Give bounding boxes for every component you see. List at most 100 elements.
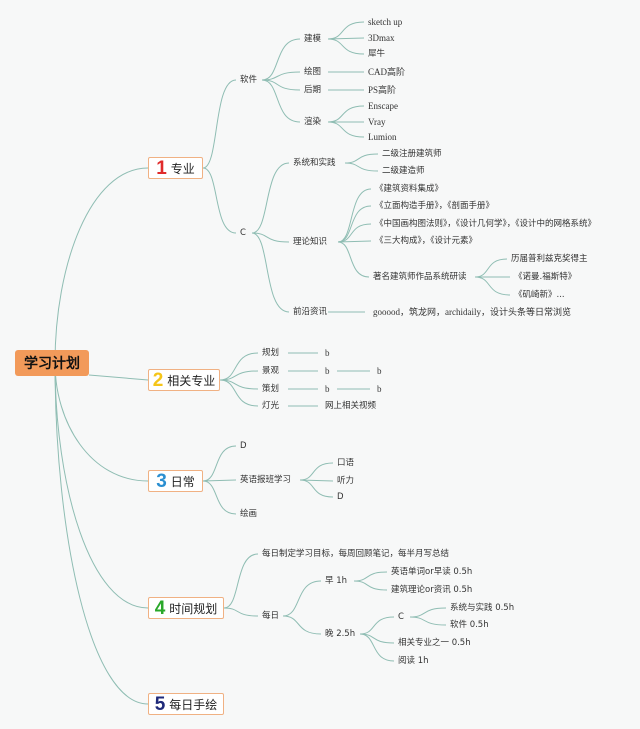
- leaf-book[interactable]: 《建筑资料集成》: [375, 184, 444, 194]
- node-news[interactable]: 前沿资讯: [293, 307, 328, 317]
- node-english-class[interactable]: 英语报班学习: [240, 475, 292, 485]
- leaf-related-one[interactable]: 相关专业之一 0.5h: [398, 638, 471, 648]
- connector-line: [202, 480, 237, 515]
- leaf-architect-cert[interactable]: 二级注册建筑师: [382, 149, 442, 159]
- node-software[interactable]: 软件: [240, 75, 258, 85]
- connector-line: [359, 633, 395, 662]
- leaf-english-words[interactable]: 英语单词or早读 0.5h: [391, 567, 473, 577]
- root-node[interactable]: 学习计划: [15, 350, 89, 376]
- branch-number: 2: [152, 369, 164, 391]
- connector-line: [282, 615, 322, 635]
- branch-node-professional[interactable]: 1 专业: [148, 157, 203, 179]
- leaf-foster[interactable]: 《诺曼.福斯特》: [514, 272, 577, 282]
- leaf-pritzker[interactable]: 历届普利兹克奖得主: [511, 254, 588, 264]
- connector-line: [261, 38, 301, 81]
- node-render[interactable]: 渲染: [304, 117, 322, 127]
- connector-line: [327, 121, 365, 138]
- connector-line: [344, 162, 379, 172]
- branch-node-daily[interactable]: 3 日常: [148, 470, 203, 492]
- node-planning[interactable]: 规划: [262, 348, 280, 358]
- node-system-practice[interactable]: 系统和实践: [293, 158, 336, 168]
- leaf-listening[interactable]: 听力: [337, 476, 355, 486]
- branch-number: 1: [156, 157, 167, 179]
- connector-line: [327, 38, 365, 55]
- leaf-cad[interactable]: CAD高阶: [368, 67, 406, 77]
- node-drawing[interactable]: 绘图: [304, 67, 322, 77]
- leaf-software[interactable]: 软件 0.5h: [450, 620, 489, 630]
- node-famous-architects[interactable]: 著名建筑师作品系统研读: [373, 272, 467, 282]
- leaf-sketchup[interactable]: sketch up: [368, 17, 403, 27]
- leaf-reading[interactable]: 阅读 1h: [398, 656, 429, 666]
- node-theory[interactable]: 理论知识: [293, 237, 328, 247]
- node-landscape[interactable]: 景观: [262, 366, 280, 376]
- leaf-b[interactable]: b: [377, 384, 382, 394]
- node-morning[interactable]: 早 1h: [325, 576, 347, 586]
- connector-line: [88, 374, 149, 381]
- connector-line: [327, 21, 365, 40]
- leaf-b[interactable]: b: [325, 384, 330, 394]
- leaf-theory-news[interactable]: 建筑理论or资讯 0.5h: [391, 585, 473, 595]
- connector-line: [353, 580, 388, 591]
- root-label: 学习计划: [24, 356, 80, 372]
- connector-line: [54, 167, 149, 364]
- connector-line: [299, 479, 334, 482]
- connector-line: [202, 79, 237, 169]
- leaf-speaking[interactable]: 口语: [337, 458, 355, 468]
- leaf-news-sites[interactable]: gooood，筑龙网，archidaily，设计头条等日常浏览: [373, 307, 571, 317]
- node-evening-c[interactable]: C: [398, 612, 404, 622]
- branch-label: 相关专业: [167, 373, 216, 388]
- node-painting[interactable]: 绘画: [240, 509, 258, 519]
- connector-line: [202, 167, 237, 234]
- branch-number: 4: [154, 597, 166, 619]
- leaf-b[interactable]: b: [377, 366, 382, 376]
- connector-line: [409, 616, 447, 626]
- branch-node-sketch[interactable]: 5 每日手绘: [148, 693, 224, 715]
- leaf-d[interactable]: D: [337, 492, 344, 502]
- node-post[interactable]: 后期: [304, 85, 322, 95]
- node-evening[interactable]: 晚 2.5h: [325, 629, 356, 639]
- leaf-enscape[interactable]: Enscape: [368, 101, 398, 111]
- connector-line: [223, 607, 259, 617]
- leaf-builder-cert[interactable]: 二级建造师: [382, 166, 425, 176]
- connector-line: [261, 79, 301, 123]
- connector-line: [282, 580, 322, 617]
- connector-line: [344, 153, 379, 164]
- branch-node-time[interactable]: 4 时间规划: [148, 597, 224, 619]
- leaf-b[interactable]: b: [325, 348, 330, 358]
- leaf-3dmax[interactable]: 3Dmax: [368, 33, 395, 43]
- node-lighting[interactable]: 灯光: [262, 401, 280, 411]
- leaf-b[interactable]: b: [325, 366, 330, 376]
- node-strategy[interactable]: 策划: [262, 384, 280, 394]
- leaf-lumion[interactable]: Lumion: [368, 132, 397, 142]
- leaf-rhino[interactable]: 犀牛: [368, 49, 386, 59]
- connector-line: [54, 362, 149, 482]
- connector-line: [219, 352, 259, 381]
- connector-line: [202, 479, 237, 482]
- leaf-system-practice[interactable]: 系统与实践 0.5h: [450, 603, 515, 613]
- leaf-ps[interactable]: PS高阶: [368, 85, 397, 95]
- branch-label: 专业: [170, 161, 195, 176]
- connector-line: [409, 607, 447, 618]
- connector-line: [251, 162, 290, 234]
- leaf-book[interactable]: 《三大构成》，《设计元素》: [375, 236, 478, 246]
- connector-line: [299, 462, 334, 481]
- node-goal[interactable]: 每日制定学习目标，每周回顾笔记，每半月写总结: [262, 549, 450, 559]
- connector-line: [337, 188, 372, 243]
- node-c[interactable]: C: [240, 228, 246, 238]
- connector-line: [202, 445, 237, 482]
- leaf-book[interactable]: 《中国画构图法则》，《设计几何学》，《设计中的网格系统》: [375, 219, 597, 229]
- connector-line: [327, 37, 365, 40]
- branch-node-related[interactable]: 2 相关专业: [148, 369, 220, 391]
- connector-line: [223, 553, 259, 609]
- branch-label: 每日手绘: [169, 697, 218, 712]
- branch-label: 日常: [170, 474, 195, 489]
- node-modeling[interactable]: 建模: [304, 34, 322, 44]
- leaf-book[interactable]: 《立面构造手册》，《剖面手册》: [375, 201, 495, 211]
- node-everyday[interactable]: 每日: [262, 611, 280, 621]
- leaf-isozaki[interactable]: 《矶崎新》...: [514, 290, 565, 300]
- node-d[interactable]: D: [240, 441, 247, 451]
- leaf-online-videos[interactable]: 网上相关视频: [325, 401, 377, 411]
- leaf-vray[interactable]: Vray: [368, 117, 386, 127]
- connector-line: [337, 240, 372, 243]
